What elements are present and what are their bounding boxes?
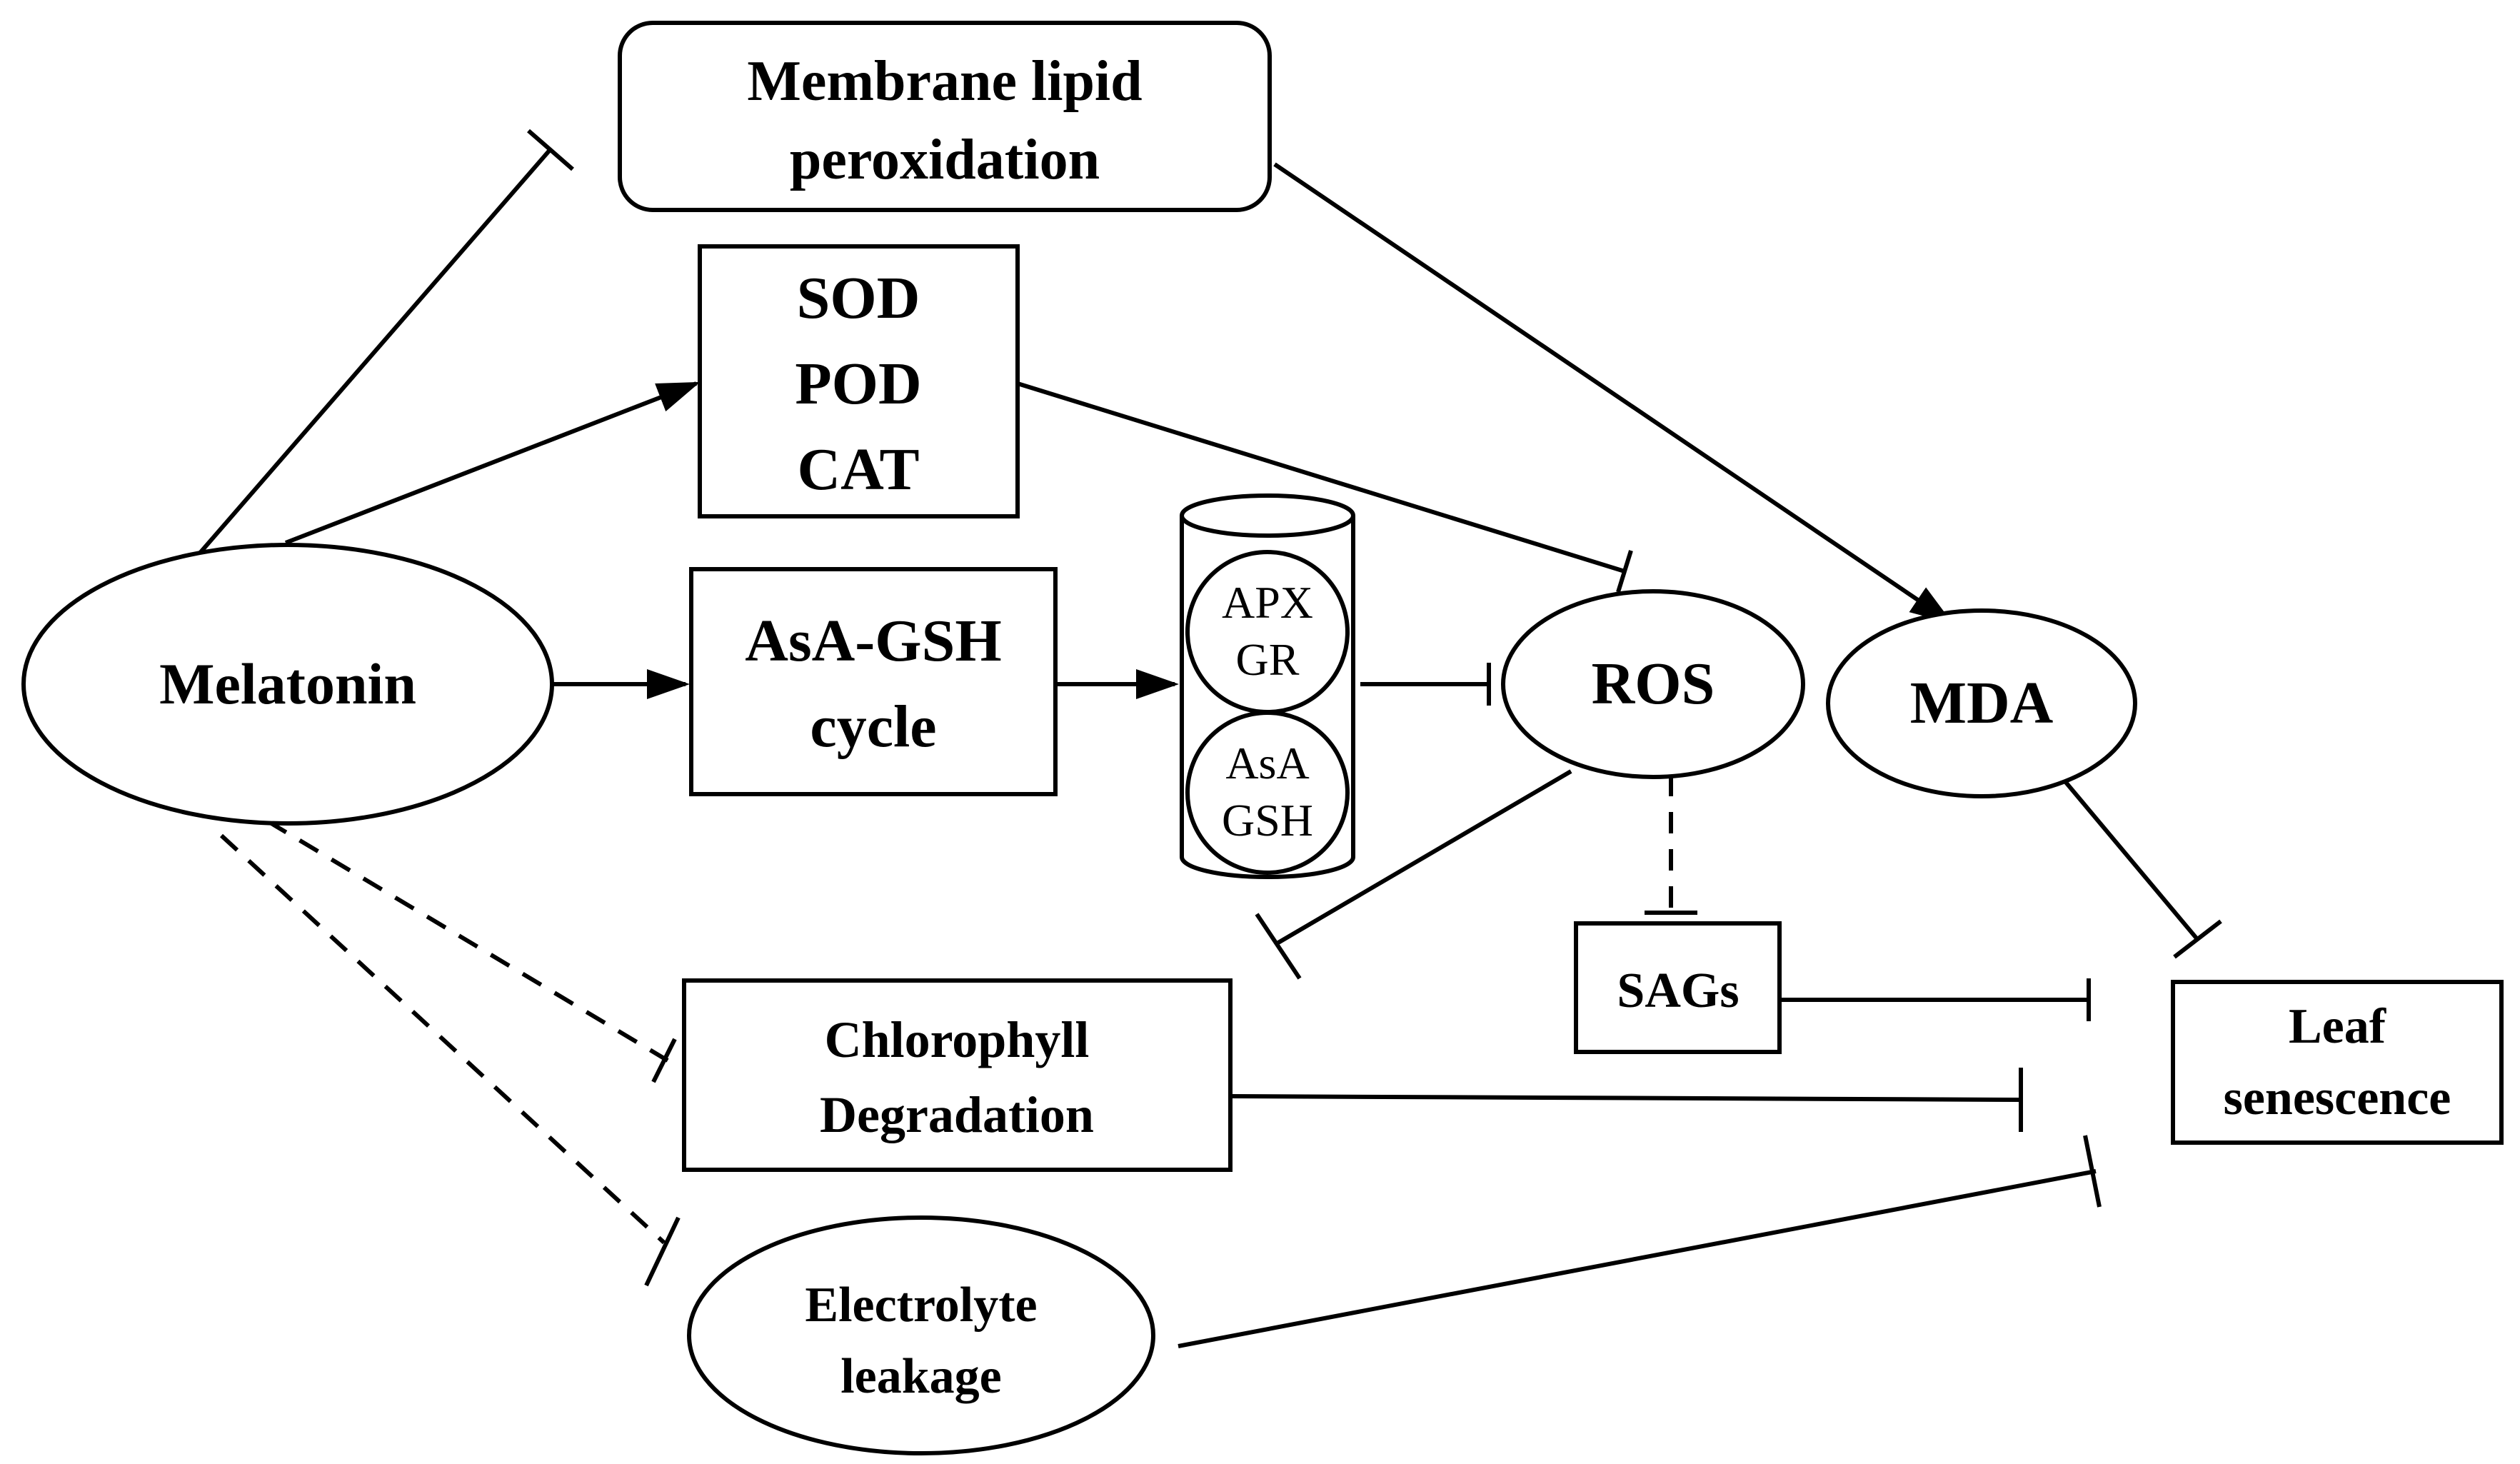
edge-enzymes-ros-bar [1616, 550, 1633, 593]
edge-electrolyte-leaf [1178, 1169, 2097, 1348]
node-asa-gsh-cycle: AsA-GSH cycle [689, 567, 1058, 796]
edge-melatonin-electrolyte [219, 833, 666, 1245]
asa-gsh-label-line1: AsA-GSH [745, 608, 1001, 674]
node-electrolyte-leakage: Electrolyte leakage [687, 1215, 1155, 1455]
leaf-label-line1: Leaf [2289, 999, 2386, 1054]
node-cylinder: APX GR AsA GSH [1180, 493, 1355, 879]
chlorophyll-label-line1: Chlorophyll [825, 1011, 1090, 1068]
node-chlorophyll-degradation: Chlorophyll Degradation [682, 978, 1233, 1172]
edge-electrolyte-leaf-bar [2083, 1135, 2102, 1208]
node-melatonin: Melatonin [21, 543, 554, 826]
edge-melatonin-electrolyte-bar [644, 1216, 681, 1287]
edge-membrane-mda [1273, 162, 1953, 624]
edge-chlorophyll-leaf [1231, 1094, 2022, 1102]
edge-melatonin-enzymes [284, 381, 701, 545]
edge-enzymes-ros [1017, 381, 1625, 573]
edge-mda-leaf-bar [2173, 919, 2222, 959]
edge-melatonin-chlorophyll-bar [651, 1038, 677, 1083]
edge-ros-chlorophyll [1277, 769, 1572, 945]
apx-label: APX [1222, 577, 1313, 628]
cylinder-circle-bottom [1185, 711, 1350, 875]
edges [194, 129, 2222, 1348]
leaf-label-line2: senescence [2224, 1071, 2451, 1125]
gr-label: GR [1236, 634, 1300, 685]
node-antioxidant-enzymes: SOD POD CAT [698, 244, 1020, 518]
membrane-label-line1: Membrane lipid [747, 50, 1142, 113]
node-sags: SAGs [1574, 921, 1782, 1054]
edge-melatonin-membrane-bar [527, 129, 574, 171]
ros-label: ROS [1592, 651, 1715, 717]
node-membrane-lipid-peroxidation: Membrane lipid peroxidation [618, 21, 1272, 212]
edge-melatonin-membrane [194, 149, 552, 558]
electrolyte-label-line2: leakage [840, 1349, 1002, 1404]
edge-mda-leaf [2054, 770, 2199, 941]
membrane-label-line2: peroxidation [790, 129, 1100, 191]
asa-label: AsA [1225, 738, 1309, 788]
sod-label: SOD [797, 265, 920, 331]
asa-gsh-label-line2: cycle [810, 693, 936, 760]
gsh-label: GSH [1222, 795, 1313, 846]
pod-label: POD [795, 351, 921, 417]
sags-label: SAGs [1617, 963, 1739, 1018]
node-ros: ROS [1501, 589, 1805, 779]
cylinder-circle-top [1185, 550, 1350, 714]
edge-melatonin-chlorophyll [266, 819, 669, 1063]
cat-label: CAT [797, 436, 919, 503]
edge-ros-chlorophyll-bar [1255, 913, 1302, 980]
node-mda: MDA [1826, 608, 2137, 798]
melatonin-label: Melatonin [159, 651, 416, 716]
mda-label: MDA [1910, 670, 2054, 736]
electrolyte-label-line1: Electrolyte [805, 1278, 1037, 1333]
node-leaf-senescence: Leaf senescence [2171, 980, 2504, 1145]
chlorophyll-label-line2: Degradation [820, 1086, 1094, 1143]
